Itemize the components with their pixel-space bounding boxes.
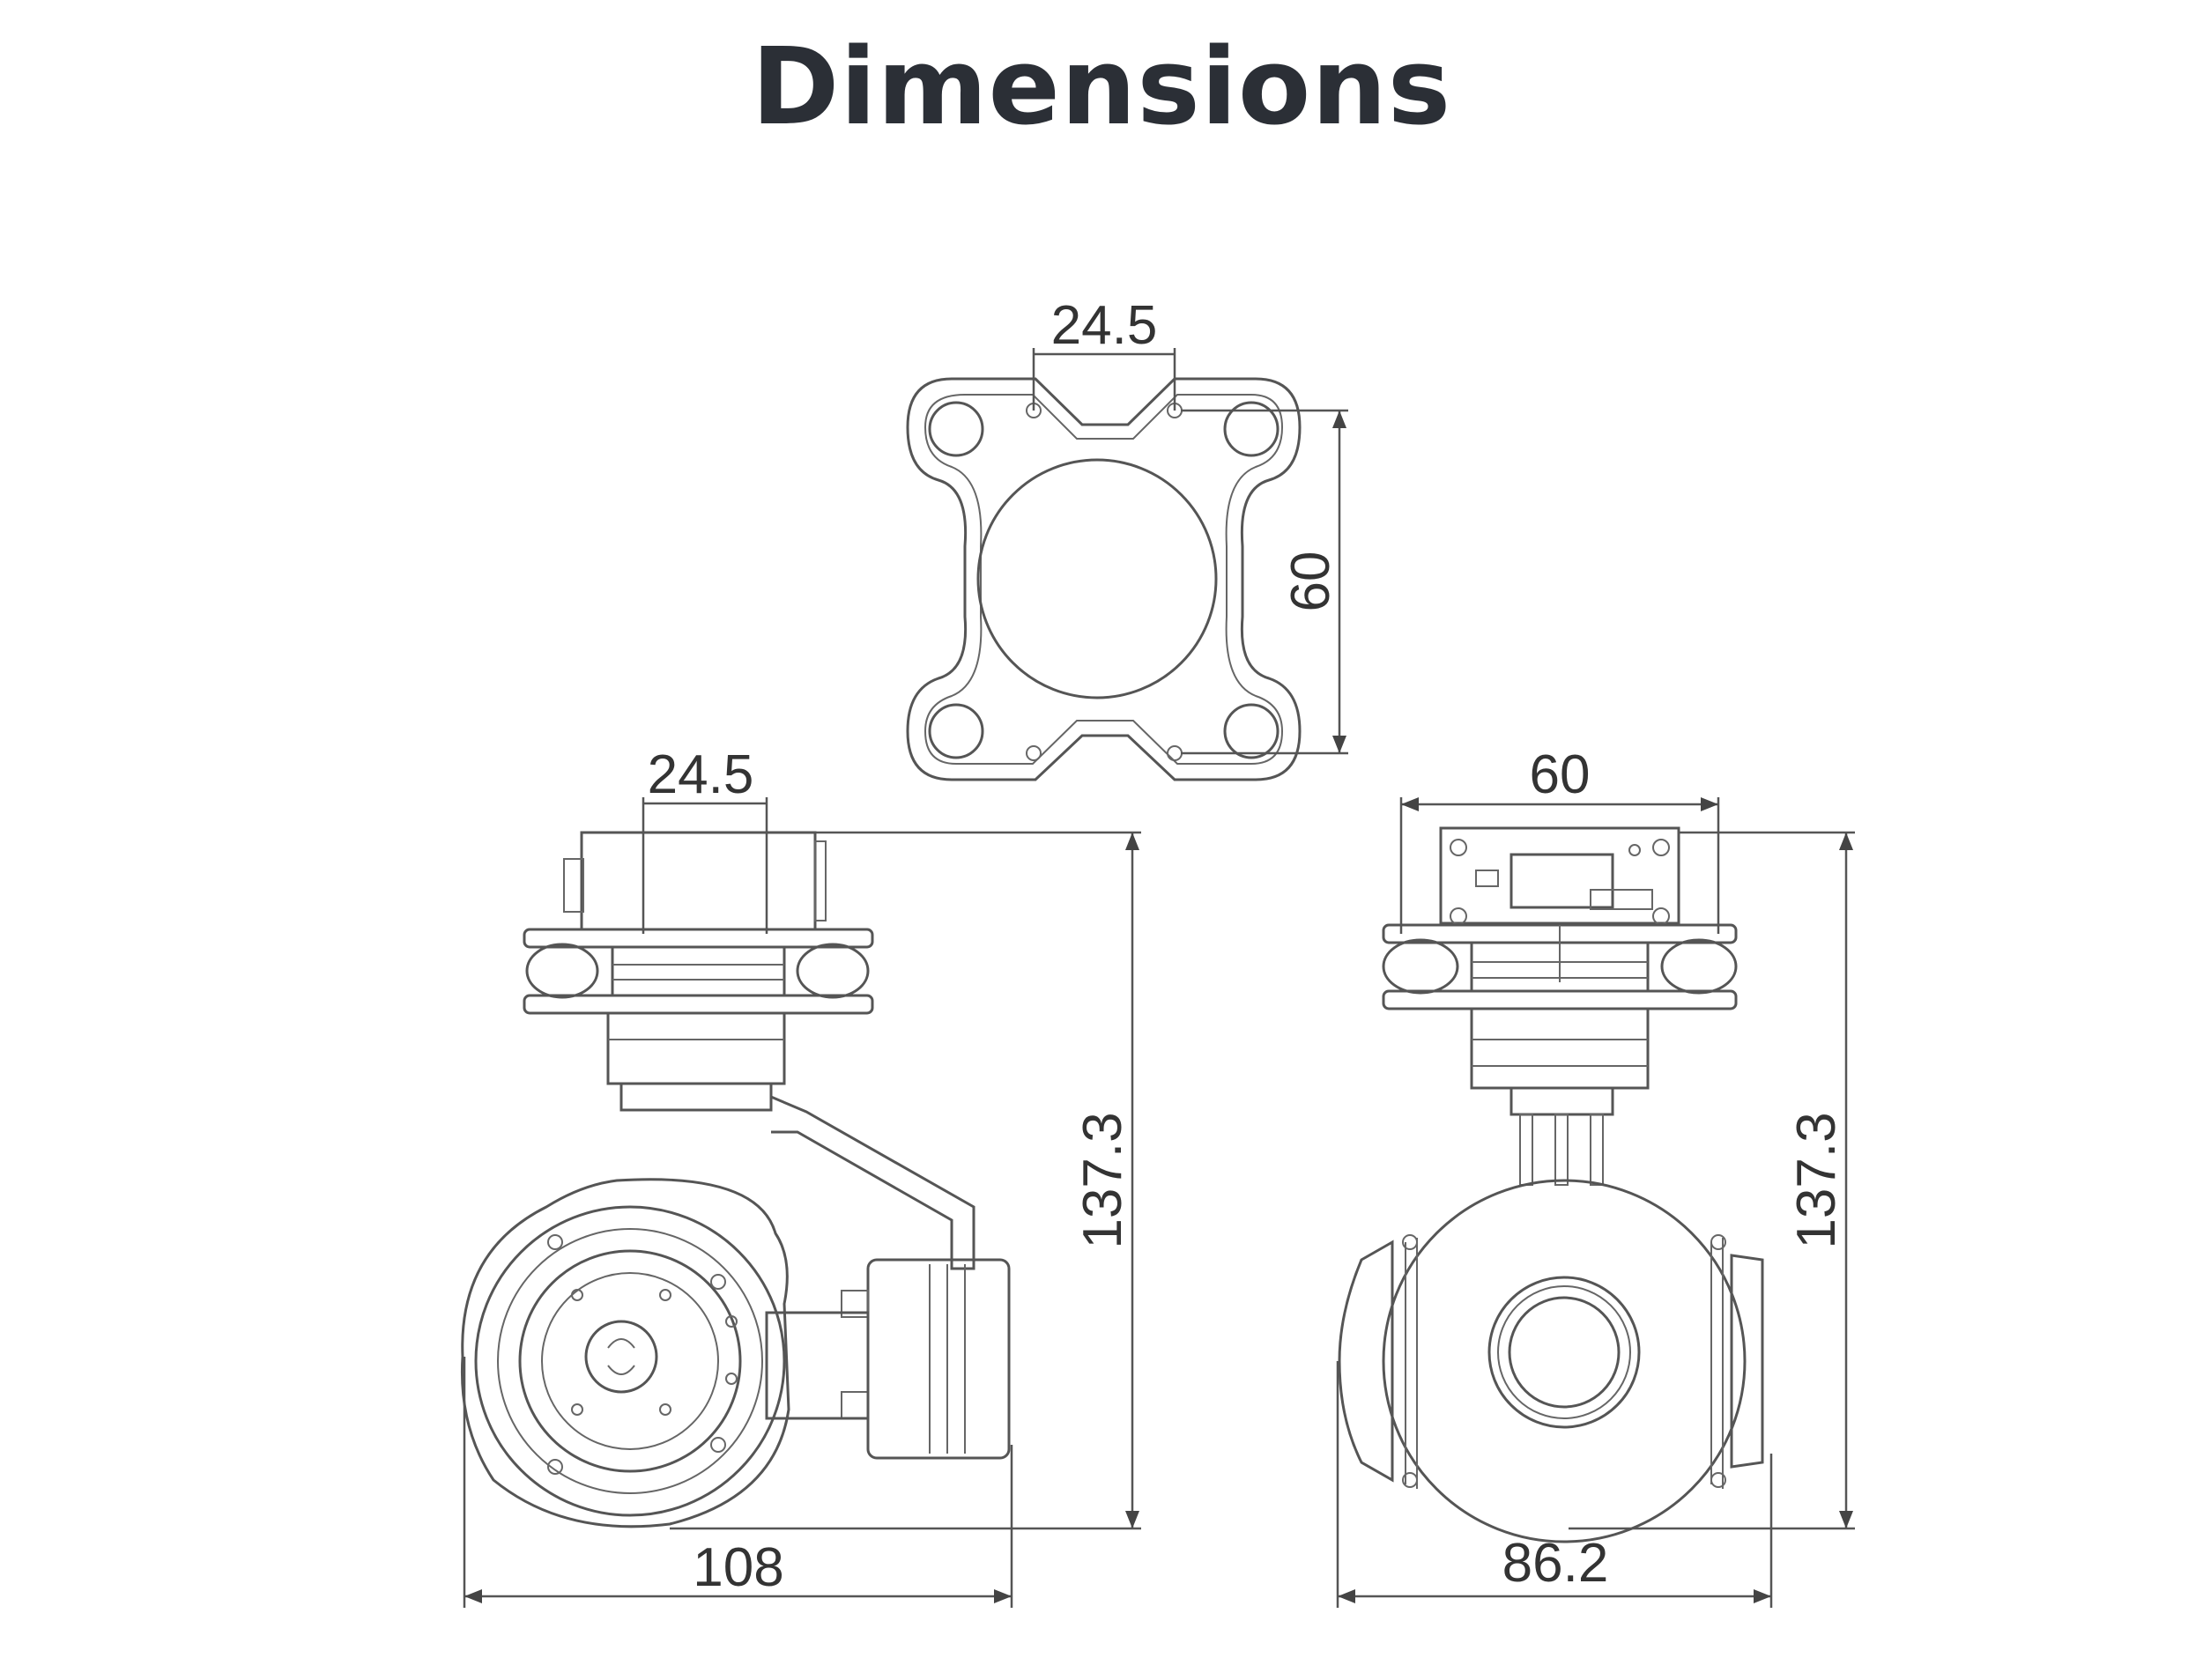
camera-lens-outer bbox=[1487, 1276, 1641, 1429]
front-width-label: 86.2 bbox=[1502, 1533, 1609, 1594]
mount-hole-top-left bbox=[928, 401, 984, 457]
front-height-label: 137.3 bbox=[1786, 1112, 1847, 1248]
screw-hole-bl bbox=[1026, 745, 1042, 761]
camera-ball bbox=[1382, 1179, 1747, 1543]
plate-outline bbox=[906, 377, 1302, 781]
mount-hole-bottom-left bbox=[928, 703, 984, 759]
gimbal-side-view: 24.5 137.3 108 bbox=[460, 744, 1141, 1608]
front-top-width-label: 60 bbox=[1530, 744, 1591, 805]
side-width-label: 108 bbox=[693, 1537, 783, 1598]
front-damper-ball-left bbox=[1382, 938, 1459, 995]
mount-hole-top-right bbox=[1223, 401, 1280, 457]
mounting-plate-top-view: 24.5 60 bbox=[906, 295, 1348, 781]
front-damper-ball-right bbox=[1660, 938, 1738, 995]
plate-center-opening bbox=[976, 458, 1218, 699]
page-title: Dimensions bbox=[751, 26, 1452, 149]
top-height-label: 60 bbox=[1280, 551, 1341, 612]
damper-ball-right bbox=[796, 943, 870, 999]
gimbal-front-view: 60 137.3 86.2 bbox=[1336, 744, 1855, 1608]
screw-hole-br bbox=[1167, 745, 1183, 761]
side-height-label: 137.3 bbox=[1072, 1112, 1133, 1248]
mount-hole-bottom-right bbox=[1223, 703, 1280, 759]
side-hole-spacing-label: 24.5 bbox=[648, 744, 754, 805]
plate-inner-outline bbox=[923, 394, 1284, 765]
damper-ball-left bbox=[525, 943, 599, 999]
top-hole-spacing-label: 24.5 bbox=[1051, 295, 1158, 356]
pitch-motor-outer bbox=[474, 1205, 786, 1517]
